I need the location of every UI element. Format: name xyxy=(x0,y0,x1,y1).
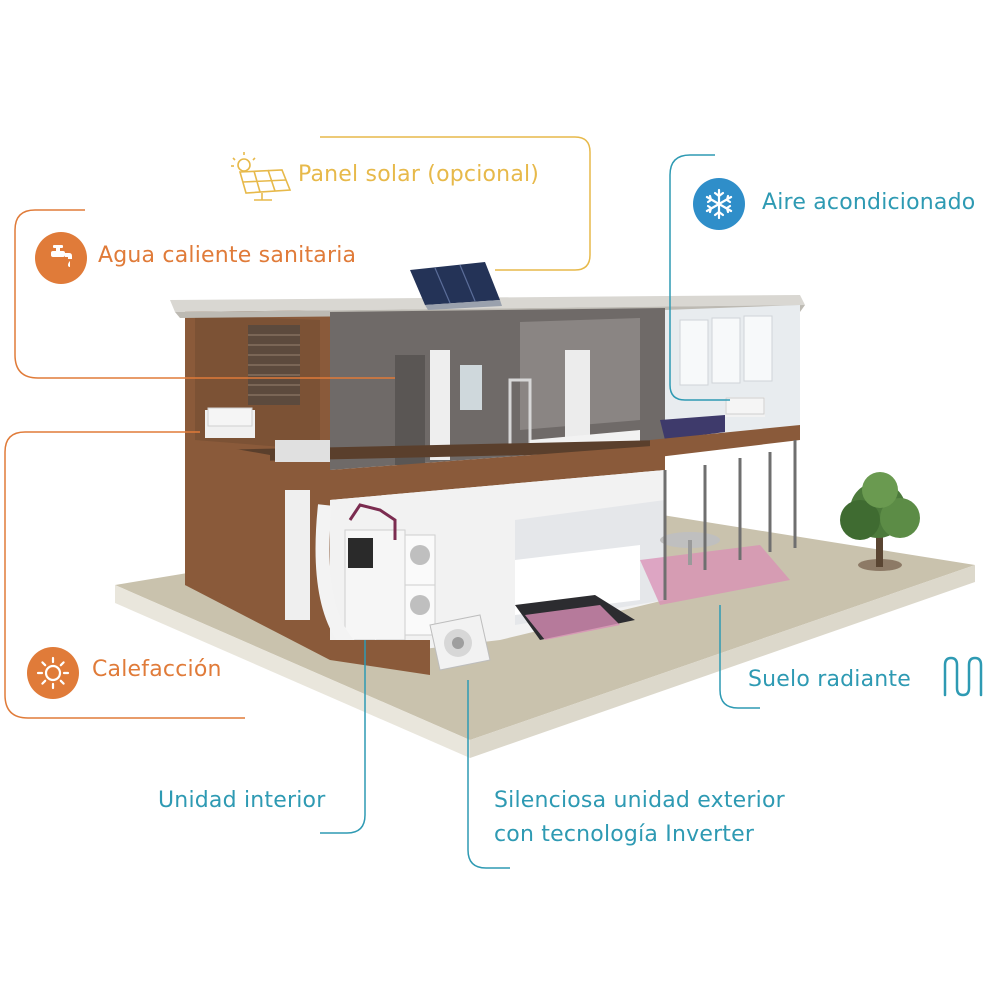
label-outdoor-unit-line1: Silenciosa unidad exterior xyxy=(494,788,785,813)
leader-heating xyxy=(4,431,245,719)
label-radiant-floor: Suelo radiante xyxy=(748,667,911,692)
label-air-conditioning: Aire acondicionado xyxy=(762,190,976,215)
label-hot-water: Agua caliente sanitaria xyxy=(98,243,357,268)
solar-panel-icon xyxy=(231,152,292,201)
label-solar-panel: Panel solar (opcional) xyxy=(298,162,540,187)
leader-air xyxy=(669,154,730,401)
tree xyxy=(840,472,920,571)
house xyxy=(170,295,805,675)
label-outdoor-unit-line2: con tecnología Inverter xyxy=(494,822,755,847)
leader-lines xyxy=(4,136,760,869)
leader-floor xyxy=(719,605,760,709)
sun-icon xyxy=(27,647,79,699)
label-indoor-unit: Unidad interior xyxy=(158,788,326,813)
leader-hot-water xyxy=(14,209,395,379)
leader-outdoor xyxy=(467,680,510,869)
label-heating: Calefacción xyxy=(92,657,222,682)
snowflake-icon xyxy=(693,178,745,230)
solar-panel xyxy=(410,262,502,310)
leader-indoor xyxy=(320,640,366,834)
faucet-icon xyxy=(35,232,87,284)
radiant-floor-icon xyxy=(943,656,983,697)
leader-solar xyxy=(320,136,591,271)
